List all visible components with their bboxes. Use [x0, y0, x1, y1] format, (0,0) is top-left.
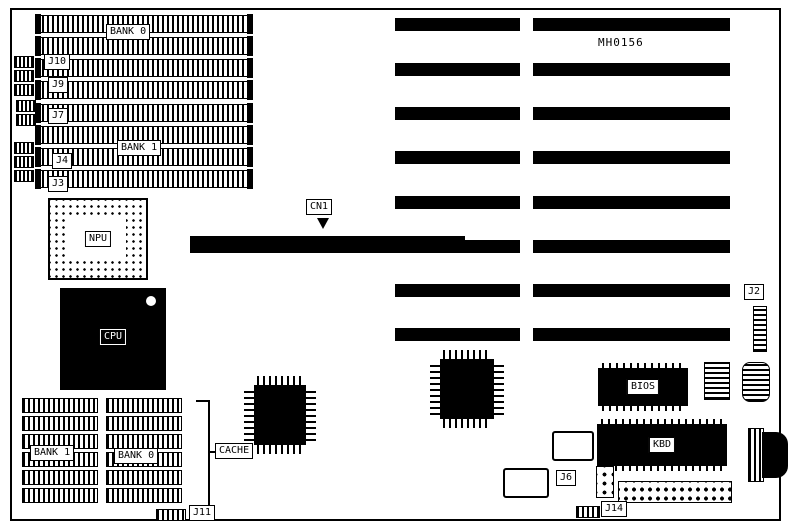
cache-ram-chip: [106, 488, 182, 503]
cache-ram-chip: [22, 398, 98, 413]
j6-pin-header: [596, 466, 614, 498]
edge-connector: [14, 156, 34, 168]
cache-ram-chip: [22, 470, 98, 485]
expansion-slot-segment: [395, 240, 520, 253]
expansion-slot-segment: [533, 63, 730, 76]
cache-ram-chip: [106, 398, 182, 413]
expansion-slot-segment: [533, 284, 730, 297]
chip-pins: [244, 389, 254, 441]
expansion-slot-segment: [395, 151, 520, 164]
edge-connector: [14, 56, 34, 68]
cache-ram-chip: [22, 488, 98, 503]
expansion-slot-segment: [395, 63, 520, 76]
cache-controller-chip: [244, 376, 316, 454]
crystal-component: [742, 362, 770, 402]
simm-slot: [35, 169, 253, 189]
oscillator-component: [704, 362, 730, 400]
expansion-slot-segment: [533, 151, 730, 164]
io-pin-header: [618, 481, 732, 503]
chipset-chip: [430, 350, 504, 428]
cpu-pin1-dot: [146, 296, 156, 306]
chip-pins: [494, 363, 504, 415]
kbd-chip: KBD: [597, 419, 727, 471]
chip-pins: [443, 350, 491, 359]
edge-connector: [14, 142, 34, 154]
j2-pin-header: [753, 306, 767, 352]
cpu-chip: CPU: [60, 288, 166, 390]
j11-pin-strip: [156, 509, 186, 521]
bios-chip: BIOS: [598, 363, 688, 411]
label-bank0-top: BANK 0: [106, 24, 151, 40]
edge-connector: [16, 100, 36, 112]
chip-pins: [601, 466, 723, 471]
label-j4: J4: [52, 153, 73, 169]
cache-ram-chip: [22, 416, 98, 431]
label-j2: J2: [744, 284, 765, 300]
cache-ram-chip: [106, 416, 182, 431]
label-cache: CACHE: [215, 443, 254, 459]
label-cache-bank0: BANK 0: [114, 448, 159, 464]
cache-bracket: [196, 400, 210, 508]
chip-body: [440, 359, 494, 419]
logic-chip: [552, 431, 594, 461]
label-j14: J14: [601, 501, 628, 517]
chip-pins: [430, 363, 440, 415]
logic-chip: [503, 468, 549, 498]
label-j7: J7: [48, 108, 69, 124]
chip-pins: [257, 376, 303, 385]
cache-ram-chip: [106, 434, 182, 449]
expansion-slot-segment: [533, 107, 730, 120]
expansion-slot-segment: [395, 196, 520, 209]
expansion-slot-segment: [533, 328, 730, 341]
chip-pins: [602, 363, 684, 368]
label-bank1-top: BANK 1: [117, 140, 162, 156]
label-j3: J3: [48, 176, 69, 192]
cn1-arrow: [317, 218, 329, 229]
board-id-text: MH0156: [598, 36, 644, 49]
expansion-slot-segment: [533, 196, 730, 209]
board-outline: [10, 8, 781, 521]
j14-pin-strip: [576, 506, 600, 518]
label-j10: J10: [44, 54, 71, 70]
edge-connector: [14, 170, 34, 182]
label-bios: BIOS: [626, 379, 660, 395]
label-j11: J11: [189, 505, 216, 521]
label-cpu: CPU: [99, 328, 127, 345]
label-npu: NPU: [84, 231, 112, 247]
chip-body: [254, 385, 306, 445]
edge-connector: [14, 70, 34, 82]
chip-pins: [602, 406, 684, 411]
simm-slot: [35, 80, 253, 100]
chip-pins: [601, 419, 723, 424]
edge-connector: [16, 114, 36, 126]
chip-pins: [257, 445, 303, 454]
simm-slot: [35, 58, 253, 78]
expansion-slot-segment: [395, 328, 520, 341]
simm-slot: [35, 103, 253, 123]
expansion-slot-segment: [395, 107, 520, 120]
expansion-slot-segment: [395, 18, 520, 31]
keyboard-din-connector: [762, 432, 788, 478]
label-j9: J9: [48, 77, 69, 93]
cache-ram-chip: [106, 470, 182, 485]
label-cache-bank1: BANK 1: [30, 445, 75, 461]
chip-pins: [443, 419, 491, 428]
cache-bracket-tick: [208, 451, 216, 453]
label-kbd: KBD: [648, 437, 676, 453]
chip-pins: [306, 389, 316, 441]
label-j6: J6: [556, 470, 577, 486]
edge-connector: [14, 84, 34, 96]
expansion-slot-segment: [533, 18, 730, 31]
expansion-slot-segment: [395, 284, 520, 297]
label-cn1: CN1: [306, 199, 333, 215]
npu-socket: NPU: [48, 198, 148, 280]
expansion-slot-segment: [533, 240, 730, 253]
